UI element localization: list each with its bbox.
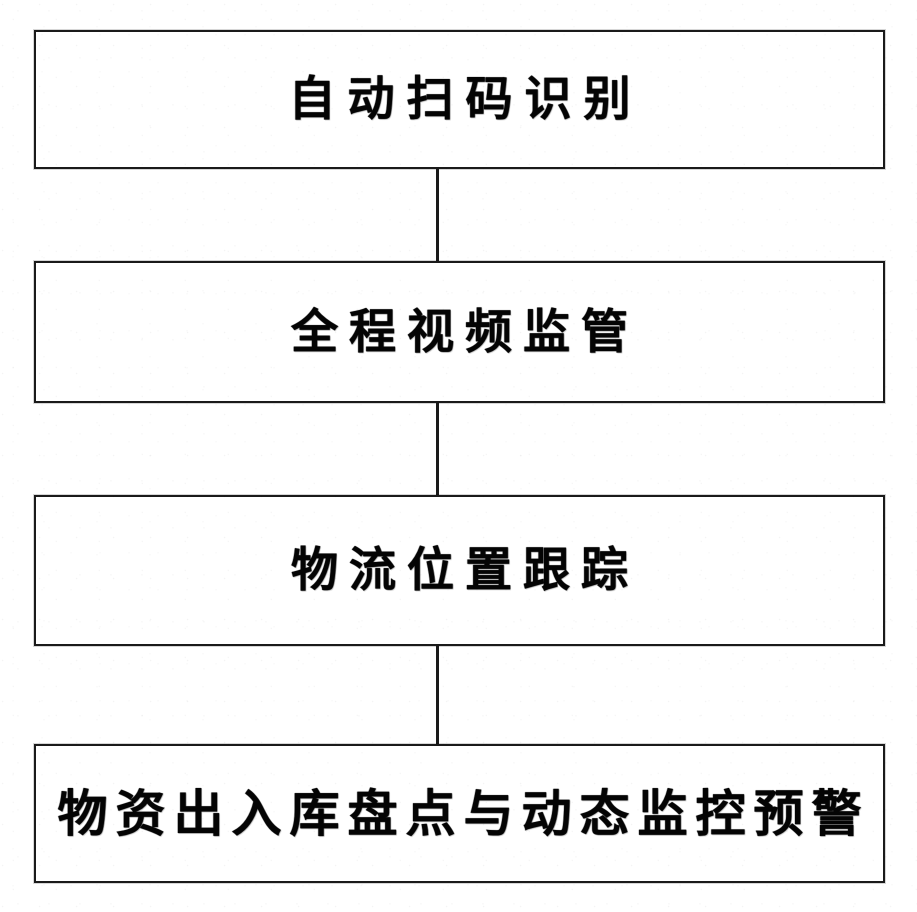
flow-connector-1-2 <box>436 167 439 263</box>
flow-node-label: 全程视频监管 <box>291 304 639 360</box>
flow-connector-3-4 <box>436 644 439 746</box>
flow-connector-2-3 <box>436 401 439 497</box>
flow-node-label: 物资出入库盘点与动态监控预警 <box>57 784 870 843</box>
flow-node-auto-scan-recognition[interactable]: 自动扫码识别 <box>33 29 886 170</box>
flow-node-inventory-count-and-dynamic-monitoring-alert[interactable]: 物资出入库盘点与动态监控预警 <box>33 743 886 884</box>
flow-node-logistics-location-tracking[interactable]: 物流位置跟踪 <box>33 494 886 647</box>
flow-node-label: 物流位置跟踪 <box>291 543 639 598</box>
flow-node-full-process-video-supervision[interactable]: 全程视频监管 <box>33 260 886 404</box>
flow-node-label: 自动扫码识别 <box>288 72 643 127</box>
